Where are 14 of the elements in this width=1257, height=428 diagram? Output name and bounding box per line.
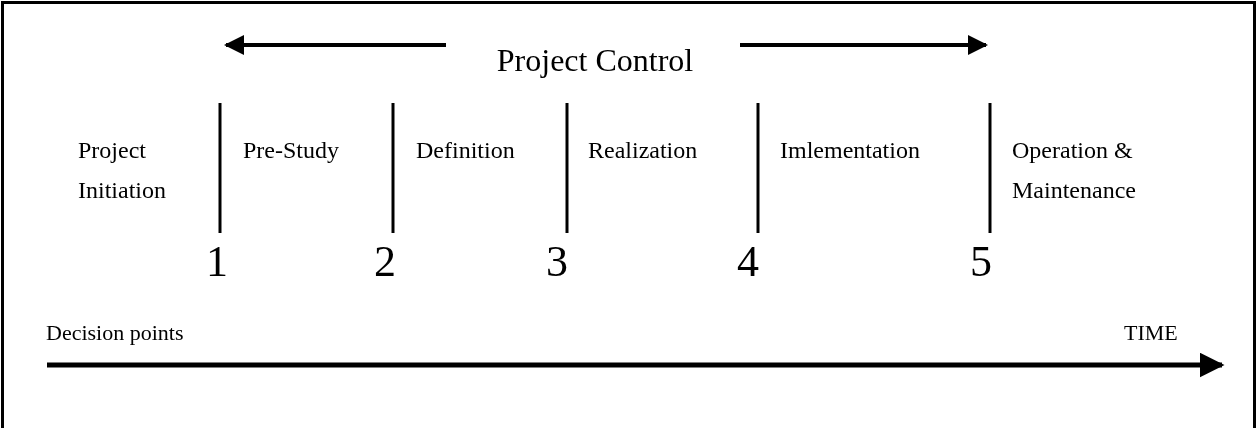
- span-label: Project Control: [495, 41, 695, 80]
- decision-number: 5: [970, 240, 992, 284]
- decision-number: 3: [546, 240, 568, 284]
- phase-label: Imlementation: [780, 136, 920, 165]
- phase-label: Operation & Maintenance: [1012, 136, 1137, 205]
- decision-number: 2: [374, 240, 396, 284]
- phase-label: Definition: [416, 136, 515, 165]
- phase-label: Pre-Study: [243, 136, 339, 165]
- axis-label: Decision points: [46, 319, 184, 347]
- decision-number: 1: [206, 240, 228, 284]
- axis-label: TIME: [1124, 319, 1178, 347]
- phase-label: Realization: [588, 136, 698, 165]
- phase-label: Project Initiation: [78, 136, 167, 205]
- decision-number: 4: [737, 240, 759, 284]
